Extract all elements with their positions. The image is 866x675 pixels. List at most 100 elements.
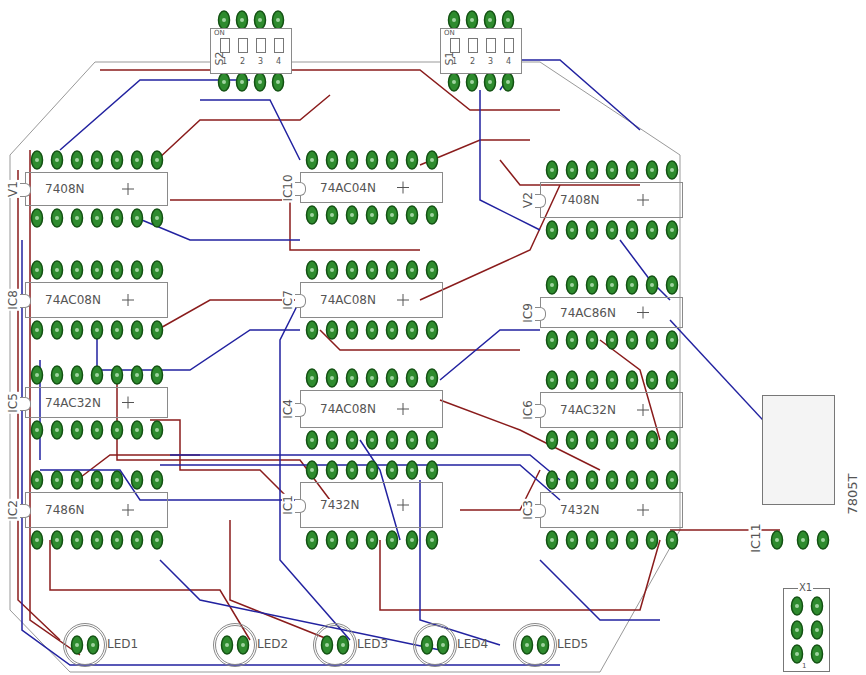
solder-pad [322,636,333,654]
board-outline [10,62,680,672]
drill-hole [775,538,779,542]
drill-hole [115,428,119,432]
drill-hole [350,438,354,442]
solder-pad [427,369,438,387]
solder-pad [273,11,284,29]
solder-pad [32,261,43,279]
drill-hole [155,328,159,332]
solder-pad [307,321,318,339]
drill-hole [670,378,674,382]
drill-hole [258,18,262,22]
drill-hole [55,428,59,432]
drill-hole [135,158,139,162]
drill-hole [350,468,354,472]
solder-pad [485,11,496,29]
led-footprint: LED3 [313,623,357,667]
drill-hole [610,538,614,542]
solder-pad [647,331,658,349]
solder-pad [587,471,598,489]
solder-pad [52,366,63,384]
drill-hole [815,652,819,656]
drill-hole [55,478,59,482]
solder-pad [587,371,598,389]
part-name: LED3 [356,638,389,650]
drill-hole [630,478,634,482]
drill-hole [155,158,159,162]
part-name: IC2 [7,499,19,521]
part-value: 7805T [846,472,859,515]
ic-package: V27408N [540,182,683,218]
solder-pad [219,11,230,29]
drill-hole [410,158,414,162]
solder-pad [32,421,43,439]
drill-hole [430,268,434,272]
solder-pad [32,531,43,549]
switch-number: 3 [487,58,494,66]
drill-hole [630,228,634,232]
solder-pad [112,151,123,169]
solder-pad [407,369,418,387]
solder-pad [427,151,438,169]
drill-hole [650,338,654,342]
solder-pad [152,471,163,489]
solder-pad [92,321,103,339]
solder-pad [647,471,658,489]
drill-hole [650,378,654,382]
drill-hole [470,18,474,22]
drill-hole [95,428,99,432]
solder-pad [387,461,398,479]
solder-pad [547,431,558,449]
drill-hole [590,478,594,482]
drill-hole [430,376,434,380]
drill-hole [670,283,674,287]
solder-pad [307,431,318,449]
part-value: 7408N [559,194,601,206]
switch-number: 4 [275,58,282,66]
solder-pad [367,206,378,224]
solder-pad [587,161,598,179]
part-name: IC4 [282,398,294,420]
switch-toggle [238,38,248,53]
solder-pad [567,276,578,294]
drill-hole [795,652,799,656]
solder-pad [327,321,338,339]
solder-pad [607,276,618,294]
solder-pad [327,206,338,224]
solder-pad [387,369,398,387]
drill-hole [135,373,139,377]
solder-pad [237,73,248,91]
pin1-notch [20,183,31,197]
solder-pad [427,461,438,479]
part-name: IC9 [522,302,534,324]
solder-pad [627,221,638,239]
drill-hole [506,80,510,84]
solder-pad [92,421,103,439]
led-footprint: LED1 [63,623,107,667]
drill-hole [135,268,139,272]
drill-hole [610,438,614,442]
drill-hole [95,328,99,332]
drill-hole [75,643,79,647]
part-value: 7486N [44,504,86,516]
solder-pad [152,366,163,384]
top-traces [18,70,780,655]
solder-pad [627,371,638,389]
part-value: 74AC08N [44,294,102,306]
part-name: IC6 [522,399,534,421]
drill-hole [341,643,345,647]
solder-pad [237,11,248,29]
drill-hole [570,228,574,232]
solder-pad [547,531,558,549]
dip-switch: 1234ONS2 [210,28,292,74]
drill-hole [95,268,99,272]
solder-pad [327,461,338,479]
solder-pad [567,471,578,489]
drill-hole [35,328,39,332]
solder-pad [547,221,558,239]
solder-pad [587,331,598,349]
drill-hole [570,478,574,482]
drill-hole [75,538,79,542]
part-value: 74AC08N [319,403,377,415]
solder-pad [427,206,438,224]
drill-hole [590,228,594,232]
